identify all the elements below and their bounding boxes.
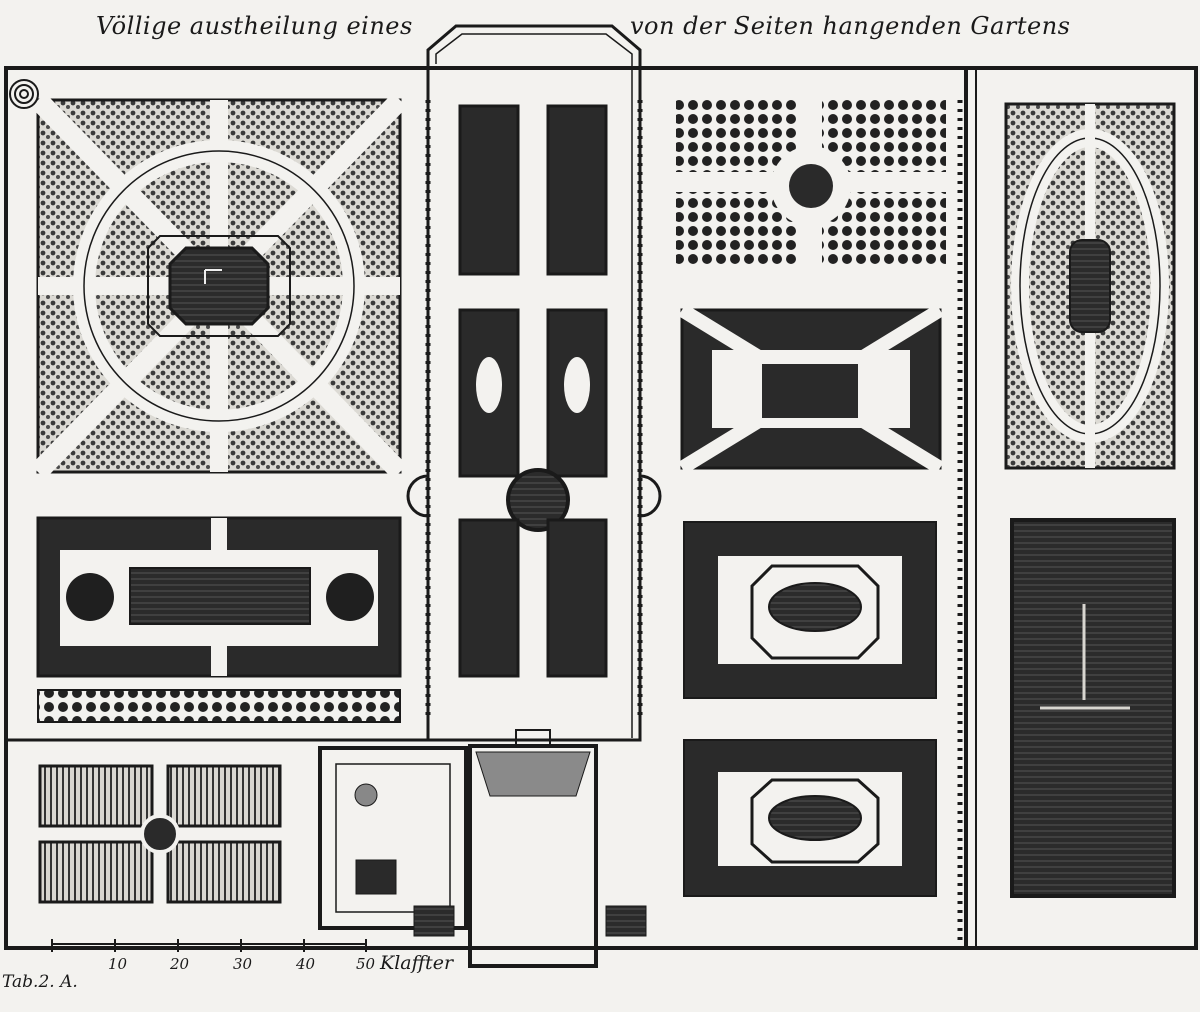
plan-title-right: von der Seiten hangenden Gartens	[630, 12, 1071, 40]
parterre-oval-upper	[683, 521, 937, 699]
scale-bar	[51, 939, 367, 952]
right-column	[964, 68, 1176, 948]
scale-tick-50: 50	[356, 955, 376, 973]
plan-title-left: Völlige austheilung eines	[96, 12, 413, 40]
plate-reference: Tab.2. A.	[2, 972, 78, 992]
kitchen-beds	[38, 764, 282, 904]
central-allee	[406, 24, 662, 742]
parterre-long-bed	[36, 516, 402, 723]
scale-tick-30: 30	[233, 955, 253, 973]
scale-tick-40: 40	[296, 955, 316, 973]
scale-tick-20: 20	[170, 955, 190, 973]
courtyard-building	[318, 729, 647, 968]
scale-unit: Klaffter	[380, 952, 454, 974]
parterre-oval-lower	[683, 739, 937, 897]
scale-tick-10: 10	[108, 955, 128, 973]
parterre-octagon	[30, 93, 408, 479]
corner-labyrinth	[9, 79, 39, 109]
parterre-cross	[678, 304, 944, 474]
parterre-round-basin	[676, 100, 946, 264]
